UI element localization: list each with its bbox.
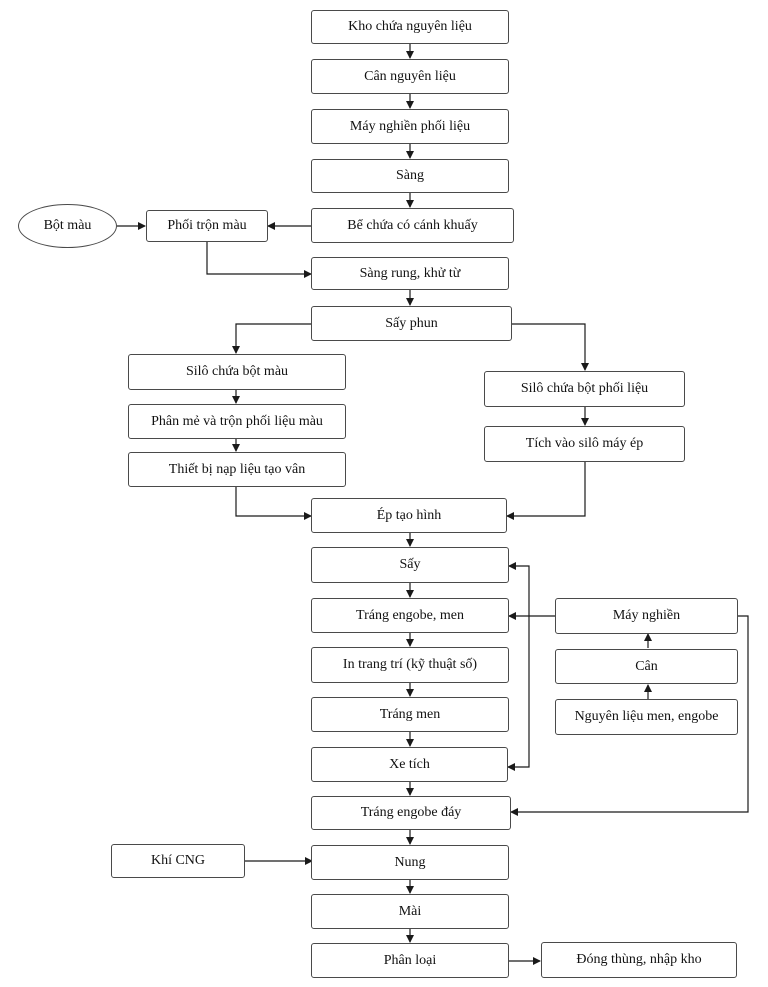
node-in-trang-tri-ky-thuat-so: In trang trí (kỹ thuật số): [311, 647, 509, 683]
node-sang: Sàng: [311, 159, 509, 193]
arrow-glaze-to-xe-tich: [507, 616, 530, 771]
arrow-say-phun-to-silo-bot-pl: [512, 323, 589, 371]
node-silo-chua-bot-phoi-lieu: Silô chứa bột phối liệu: [484, 371, 685, 407]
node-say: Sấy: [311, 547, 509, 583]
node-bot-mau: Bột màu: [18, 204, 117, 248]
node-be-chua-co-canh-khuay: Bể chứa có cánh khuấy: [311, 208, 514, 243]
node-say-phun: Sấy phun: [311, 306, 512, 341]
node-silo-chua-bot-mau: Silô chứa bột màu: [128, 354, 346, 390]
node-can-nguyen-lieu: Cân nguyên liệu: [311, 59, 509, 94]
node-phan-loai: Phân loại: [311, 943, 509, 978]
node-trang-engobe-men: Tráng engobe, men: [311, 598, 509, 633]
arrow-glaze-to-say: [508, 562, 530, 616]
node-dong-thung-nhap-kho: Đóng thùng, nhập kho: [541, 942, 737, 978]
arrow-phoi-tron-to-sang-rung: [206, 242, 312, 278]
arrow-thiet-bi-to-ep: [235, 487, 312, 520]
node-nung: Nung: [311, 845, 509, 880]
node-phoi-tron-mau: Phối trộn màu: [146, 210, 268, 242]
node-trang-engobe-day: Tráng engobe đáy: [311, 796, 511, 830]
node-phan-me-va-tron-phoi-lieu-mau: Phân mẻ và trộn phối liệu màu: [128, 404, 346, 439]
node-trang-men: Tráng men: [311, 697, 509, 732]
node-xe-tich: Xe tích: [311, 747, 508, 782]
node-khi-cng: Khí CNG: [111, 844, 245, 878]
node-thiet-bi-nap-lieu-tao-van: Thiết bị nạp liệu tạo vân: [128, 452, 346, 487]
arrow-tich-vao-to-ep: [506, 462, 586, 520]
arrow-say-phun-to-silo-bot-mau: [232, 323, 312, 354]
node-may-nghien: Máy nghiền: [555, 598, 738, 634]
node-mai: Mài: [311, 894, 509, 929]
node-sang-rung-khu-tu: Sàng rung, khử từ: [311, 257, 509, 290]
node-may-nghien-phoi-lieu: Máy nghiền phối liệu: [311, 109, 509, 144]
node-ep-tao-hinh: Ép tạo hình: [311, 498, 507, 533]
node-tich-vao-silo-may-ep: Tích vào silô máy ép: [484, 426, 685, 462]
node-nguyen-lieu-men-engobe: Nguyên liệu men, engobe: [555, 699, 738, 735]
node-kho-chua-nguyen-lieu: Kho chứa nguyên liệu: [311, 10, 509, 44]
arrow-may-nghien-to-trang-engobe-day: [510, 615, 749, 816]
node-can: Cân: [555, 649, 738, 684]
